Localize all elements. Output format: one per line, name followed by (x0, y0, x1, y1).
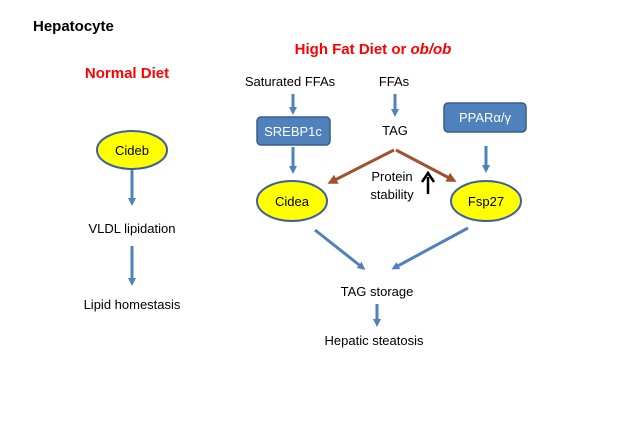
ffas-label: FFAs (379, 74, 410, 89)
fsp27-label: Fsp27 (468, 194, 504, 209)
diagram-title: Hepatocyte (33, 18, 114, 35)
arrow-tag-to-fsp27 (395, 148, 457, 182)
cideb-label: Cideb (115, 143, 149, 158)
saturated-ffas-label: Saturated FFAs (245, 74, 336, 89)
cidea-label: Cidea (275, 194, 310, 209)
up-arrow-icon (420, 170, 436, 194)
ppar-box (443, 102, 527, 133)
vldl-lipidation-label: VLDL lipidation (89, 221, 176, 236)
fsp27-node (450, 180, 522, 222)
srebp1c-box (256, 116, 331, 146)
arrow-tag-to-cidea (327, 148, 395, 184)
high-fat-heading: High Fat Diet or ob/ob (295, 41, 452, 58)
cideb-node (96, 130, 168, 170)
arrow-cidea-to-storage (314, 228, 366, 270)
arrow-fsp27-to-storage (391, 226, 469, 270)
tag-label: TAG (382, 123, 408, 138)
normal-diet-heading: Normal Diet (85, 65, 169, 82)
tag-storage-label: TAG storage (341, 284, 414, 299)
cidea-node (256, 180, 328, 222)
ppar-label: PPARα/γ (459, 110, 512, 125)
srebp1c-label: SREBP1c (264, 124, 322, 139)
hepatic-steatosis-label: Hepatic steatosis (325, 333, 424, 348)
lipid-homestasis-label: Lipid homestasis (84, 297, 181, 312)
